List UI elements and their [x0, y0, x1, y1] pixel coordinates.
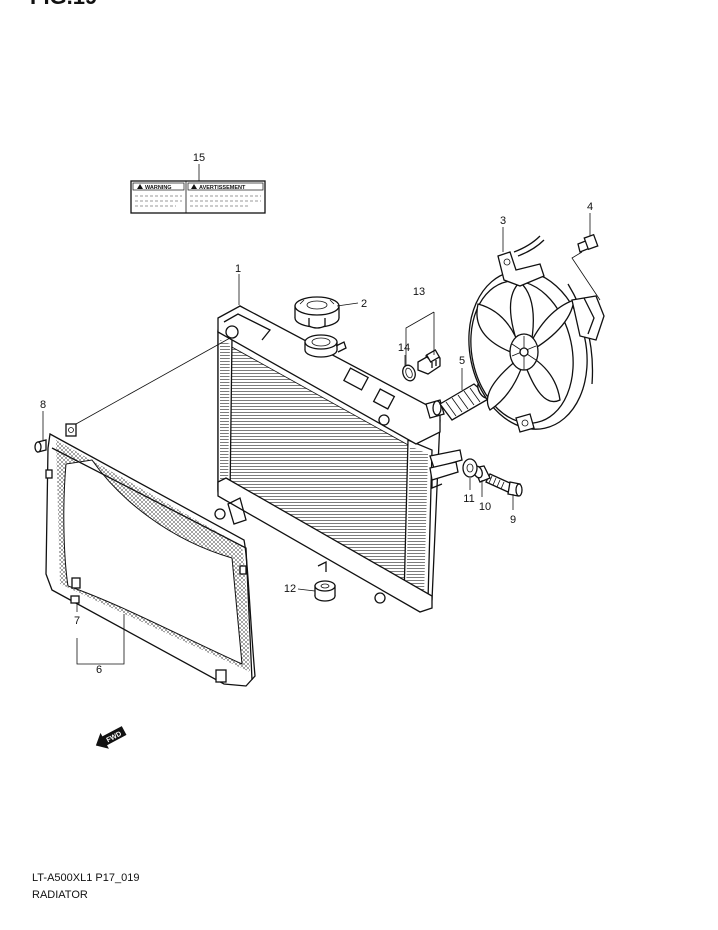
callout-labels: 15 1 2 3 4 13 14 5 8 11 10 9 12 7 6 [40, 152, 593, 676]
warning-label-plate: WARNING AVERTISSEMENT [130, 180, 266, 214]
label-warning-heading: WARNING [145, 185, 172, 191]
callout-10: 10 [479, 501, 491, 513]
radiator-cap [294, 296, 340, 329]
callout-11: 11 [463, 493, 474, 505]
thermo-switch [417, 349, 441, 375]
radiator-grommet [314, 580, 336, 602]
fwd-direction-arrow: FWD [95, 726, 127, 749]
diagram-code: LT-A500XL1 P17_019 [32, 872, 140, 884]
callout-5: 5 [459, 355, 465, 367]
callout-9: 9 [510, 514, 516, 526]
figure-title: FIG.19 [30, 0, 97, 9]
diagram-footer: LT-A500XL1 P17_019 RADIATOR [32, 870, 139, 904]
callout-8: 8 [40, 399, 46, 411]
o-ring [402, 364, 416, 382]
fwd-label: FWD [106, 731, 123, 745]
callout-4: 4 [587, 201, 593, 213]
callout-12: 12 [284, 583, 296, 595]
mounting-collar [473, 465, 491, 483]
callout-7: 7 [74, 615, 80, 627]
leader-lines [42, 164, 601, 665]
diagram-section-title: RADIATOR [32, 889, 88, 901]
screen-tab [70, 595, 80, 604]
radiator-screen [45, 423, 256, 687]
fan-bolt [577, 233, 599, 253]
callout-6: 6 [96, 664, 102, 676]
callout-2: 2 [361, 298, 367, 310]
label-avertissement-heading: AVERTISSEMENT [199, 185, 246, 191]
cooling-fan [468, 235, 605, 433]
callout-1: 1 [235, 263, 241, 275]
mounting-bolt [485, 473, 523, 497]
warning-triangle-icon [137, 184, 143, 189]
callout-13: 13 [413, 286, 425, 298]
callout-3: 3 [500, 215, 506, 227]
warning-triangle-icon [191, 184, 197, 189]
mounting-cushion [462, 458, 478, 478]
callout-15: 15 [193, 152, 205, 164]
screen-screw [34, 439, 47, 453]
radiator-core [214, 305, 463, 613]
callout-14: 14 [398, 342, 410, 354]
